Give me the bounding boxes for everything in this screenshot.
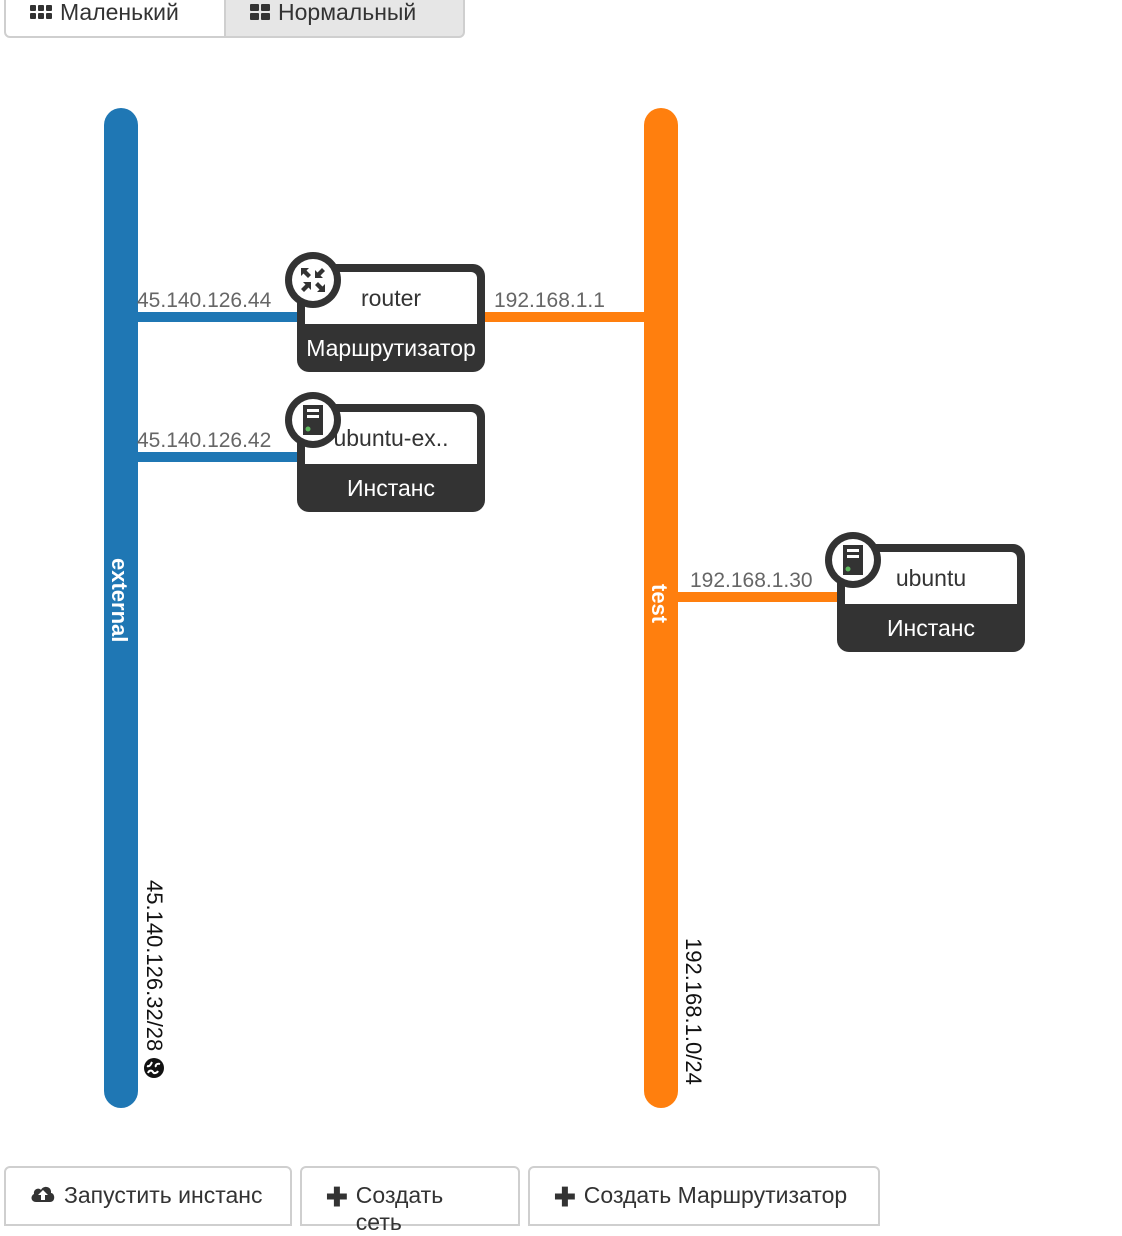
status-active-dot: [845, 566, 851, 572]
network-cidr-test: 192.168.1.0/24: [680, 938, 706, 1085]
normal-grid-icon: [250, 4, 270, 20]
create-router-button[interactable]: ✚ Создать Маршрутизатор: [528, 1166, 880, 1226]
status-active-dot: [305, 426, 311, 432]
node-ubuntu[interactable]: ubuntu Инстанс: [825, 532, 1025, 652]
link-ubuntu-ex-external: [136, 452, 306, 462]
normal-view-label: Нормальный: [278, 0, 417, 25]
create-network-label: Создать сеть: [355, 1182, 444, 1235]
small-view-button[interactable]: Маленький: [4, 0, 226, 38]
ip-router-test: 192.168.1.1: [494, 289, 605, 312]
node-ubuntu-ex-type: Инстанс: [346, 475, 435, 501]
create-network-button[interactable]: ✚ Создать сеть: [300, 1166, 520, 1235]
node-ubuntu-type: Инстанс: [886, 615, 975, 641]
ip-ubuntu-test: 192.168.1.30: [690, 569, 813, 592]
link-ubuntu-test: [676, 592, 846, 602]
topology-actions: Запустить инстанс ✚ Создать сеть ✚ Созда…: [4, 1166, 880, 1235]
launch-instance-button[interactable]: Запустить инстанс: [4, 1166, 292, 1226]
link-router-external: [136, 312, 306, 322]
router-icon: [301, 268, 325, 292]
globe-icon: [144, 1058, 164, 1079]
network-bar-test[interactable]: [644, 108, 678, 1108]
node-ubuntu-ex-badge: [285, 392, 341, 448]
node-ubuntu-badge: [825, 532, 881, 588]
plus-icon: ✚: [326, 1182, 348, 1212]
network-cidr-external: 45.140.126.32/28: [141, 880, 167, 1079]
network-name-external: external: [107, 558, 132, 643]
view-size-toggle: Маленький Нормальный: [4, 0, 465, 38]
node-router[interactable]: router Маршрутизатор: [285, 252, 485, 372]
network-cidr-external-text: 45.140.126.32/28: [142, 880, 167, 1052]
small-grid-icon: [30, 5, 52, 19]
ip-ubuntu-ex-external: 45.140.126.42: [137, 429, 272, 452]
network-topology: external 45.140.126.32/28 test 192.168.1…: [104, 108, 1025, 1108]
network-bar-external[interactable]: [104, 108, 138, 1108]
ip-router-external: 45.140.126.44: [137, 289, 272, 312]
server-icon: [843, 545, 863, 575]
node-router-type: Маршрутизатор: [306, 335, 476, 361]
normal-view-button[interactable]: Нормальный: [226, 0, 465, 38]
launch-instance-label: Запустить инстанс: [64, 1182, 263, 1208]
network-cidr-test-text: 192.168.1.0/24: [681, 938, 706, 1085]
server-icon: [303, 405, 323, 435]
cloud-upload-icon: [31, 1186, 55, 1202]
node-ubuntu-ex[interactable]: ubuntu-ex.. Инстанс: [285, 392, 485, 512]
plus-icon: ✚: [554, 1182, 576, 1212]
network-name-test: test: [647, 584, 672, 624]
node-router-badge: [285, 252, 341, 308]
small-view-label: Маленький: [60, 0, 179, 25]
create-router-label: Создать Маршрутизатор: [583, 1182, 848, 1208]
link-router-test: [480, 312, 646, 322]
